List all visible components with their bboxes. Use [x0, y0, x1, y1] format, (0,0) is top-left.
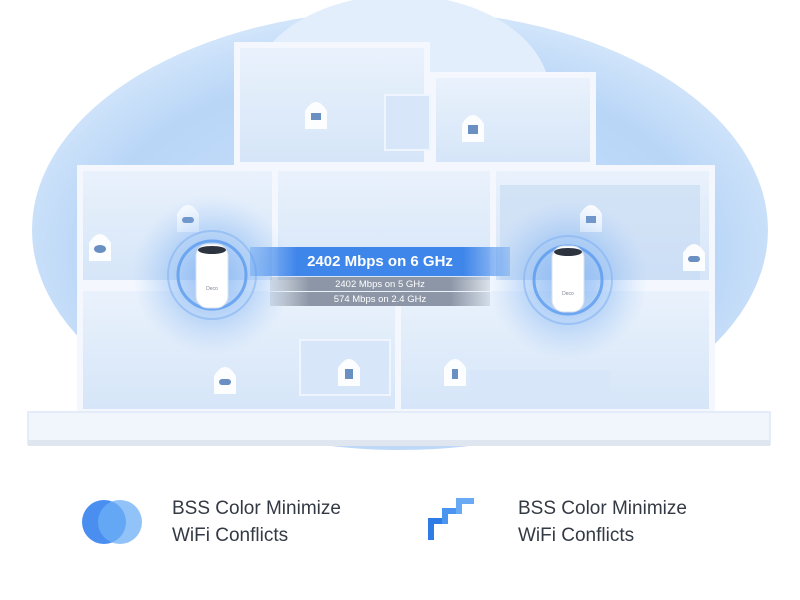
- router-left: [132, 195, 292, 355]
- speed-band-2-4ghz: 574 Mbps on 2.4 GHz: [270, 292, 490, 306]
- feature-bss-color: BSS Color Minimize WiFi Conflicts: [80, 494, 341, 550]
- gamepad-device-icon: [214, 367, 236, 394]
- feature-bss-color-2: BSS Color Minimize WiFi Conflicts: [426, 494, 687, 550]
- feature-title: BSS Color Minimize: [172, 498, 341, 519]
- house-illustration: Deco Deco 2402 Mbps on 6 GHz 2402 Mbps o…: [27, 0, 771, 450]
- overlapping-circles-icon: [80, 494, 144, 550]
- signal-steps-icon: [426, 494, 490, 550]
- feature-subtitle: WiFi Conflicts: [172, 525, 289, 546]
- router-label: Deco: [562, 291, 574, 297]
- feature-subtitle: WiFi Conflicts: [518, 525, 635, 546]
- speed-band-6ghz: 2402 Mbps on 6 GHz: [250, 247, 510, 276]
- feature-text: BSS Color Minimize WiFi Conflicts: [172, 495, 341, 549]
- house-cutaway: Deco Deco: [27, 0, 771, 450]
- router-label: Deco: [206, 286, 218, 292]
- feature-text: BSS Color Minimize WiFi Conflicts: [518, 495, 687, 549]
- speed-band-5ghz: 2402 Mbps on 5 GHz: [270, 277, 490, 291]
- device-pins: [89, 102, 705, 394]
- router-right: [488, 200, 648, 360]
- tablet-device-icon: [338, 359, 360, 386]
- gamepad-device-icon: [683, 244, 705, 271]
- feature-title: BSS Color Minimize: [518, 498, 687, 519]
- phone-device-icon: [444, 359, 466, 386]
- tv-device-icon: [462, 115, 484, 142]
- cloud-device-icon: [89, 234, 111, 261]
- computer-device-icon: [305, 102, 327, 129]
